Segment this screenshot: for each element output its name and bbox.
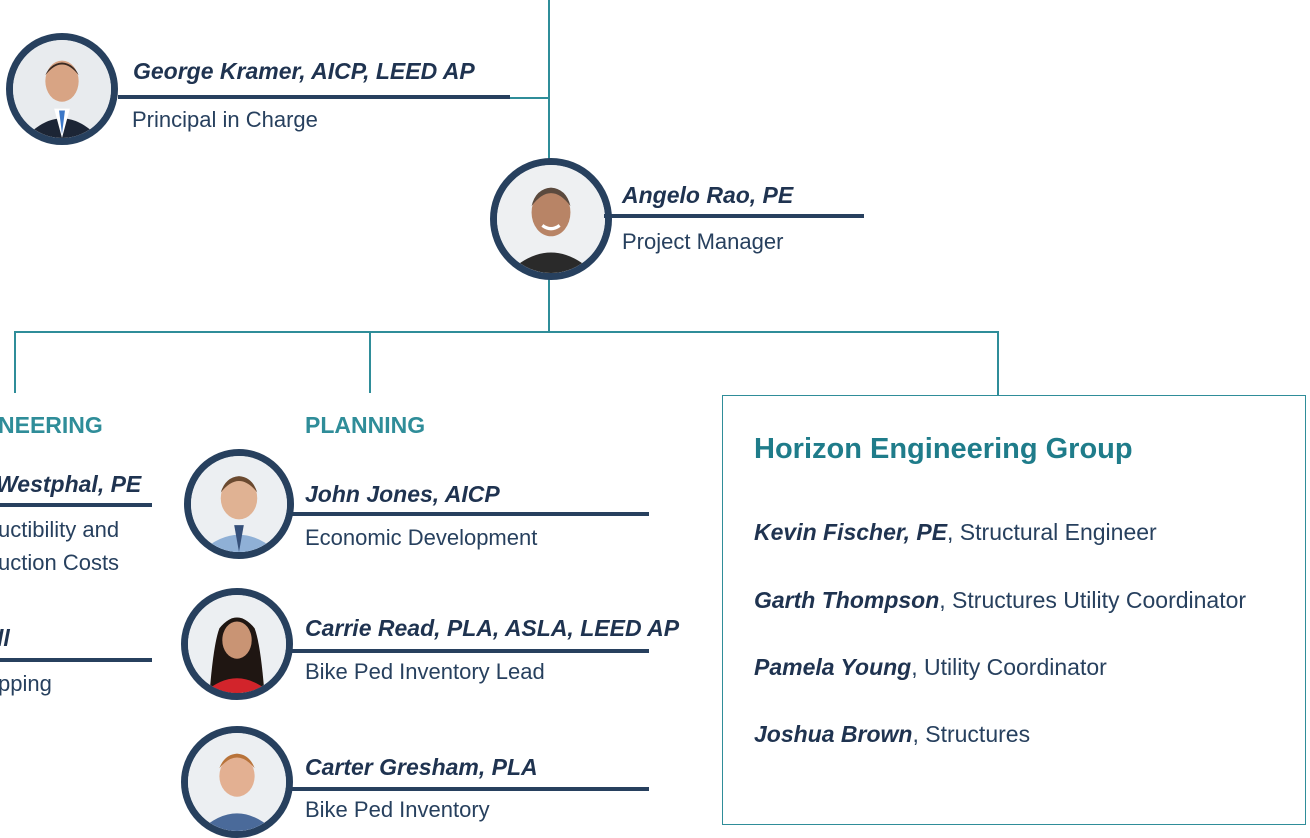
planning-heading: PLANNING: [305, 412, 426, 438]
engineering-person-1-role-line-2: uction Costs: [0, 550, 120, 575]
principal-role: Principal in Charge: [132, 107, 318, 132]
member-role: , Utility Coordinator: [911, 654, 1107, 680]
connector-partner: [997, 331, 999, 395]
planning-person-3-name: Carter Gresham, PLA: [305, 754, 538, 780]
member-name: Pamela Young: [754, 654, 912, 680]
connector-principal: [508, 97, 549, 99]
person-photo-icon: [13, 40, 111, 138]
avatar-planning-3: [181, 726, 293, 838]
principal-underline: [118, 95, 510, 99]
member-name: Garth Thompson: [754, 587, 940, 613]
member-role: , Structures Utility Coordinator: [939, 587, 1247, 613]
person-photo-icon: [188, 733, 286, 831]
member-name: Joshua Brown: [754, 721, 913, 747]
manager-underline: [604, 214, 864, 218]
planning-person-1-name: John Jones, AICP: [305, 481, 500, 507]
connector-planning: [369, 331, 371, 393]
engineering-person-2-name: ll: [0, 625, 10, 651]
member-role: , Structures: [912, 721, 1031, 747]
planning-person-3-underline: [292, 787, 649, 791]
principal-name: George Kramer, AICP, LEED AP: [133, 58, 475, 84]
planning-person-3-role: Bike Ped Inventory: [305, 797, 490, 822]
person-photo-icon: [188, 595, 286, 693]
manager-name: Angelo Rao, PE: [622, 182, 794, 208]
engineering-person-1-underline: [0, 503, 152, 507]
manager-role: Project Manager: [622, 229, 784, 254]
planning-person-2-underline: [292, 649, 649, 653]
partner-member: Kevin Fischer, PE, Structural Engineer: [754, 519, 1157, 546]
planning-person-1-role: Economic Development: [305, 525, 538, 550]
engineering-person-2-role-line-1: pping: [0, 671, 52, 696]
person-photo-icon: [497, 165, 605, 273]
partner-member: Joshua Brown, Structures: [754, 721, 1030, 748]
planning-person-2-name: Carrie Read, PLA, ASLA, LEED AP: [305, 615, 680, 641]
partner-title: Horizon Engineering Group: [754, 433, 1133, 465]
partner-member: Pamela Young, Utility Coordinator: [754, 654, 1107, 681]
member-name: Kevin Fischer, PE: [754, 519, 948, 545]
engineering-heading: NEERING: [0, 412, 103, 438]
person-photo-icon: [191, 456, 287, 552]
engineering-person-2-underline: [0, 658, 152, 662]
partner-member: Garth Thompson, Structures Utility Coord…: [754, 587, 1246, 614]
connector-branch-bar: [14, 331, 999, 333]
avatar-planning-2: [181, 588, 293, 700]
connector-trunk-top: [548, 0, 550, 160]
connector-engineering: [14, 331, 16, 393]
avatar-principal: [6, 33, 118, 145]
connector-trunk-bottom: [548, 276, 550, 332]
engineering-person-1-role-line-1: uctibility and: [0, 517, 120, 542]
engineering-person-1-name: Westphal, PE: [0, 471, 142, 497]
planning-person-2-role: Bike Ped Inventory Lead: [305, 659, 545, 684]
planning-person-1-underline: [292, 512, 649, 516]
member-role: , Structural Engineer: [947, 519, 1157, 545]
avatar-manager: [490, 158, 612, 280]
avatar-planning-1: [184, 449, 294, 559]
partner-box: [722, 395, 1306, 825]
